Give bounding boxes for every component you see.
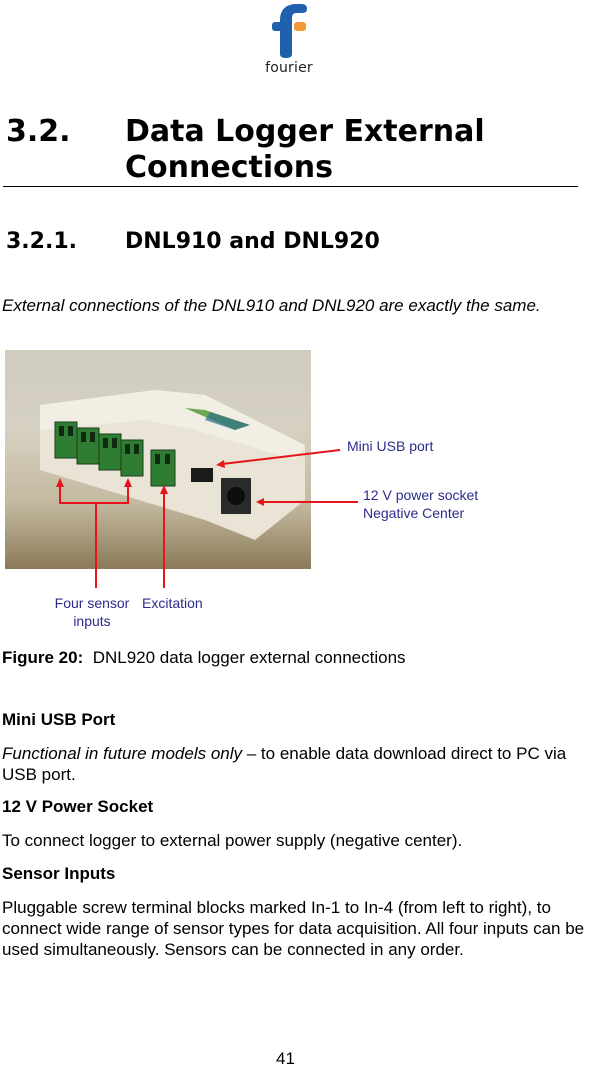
fourier-f-icon bbox=[272, 4, 307, 58]
callout-sensor-line2: inputs bbox=[73, 613, 111, 629]
page-number: 41 bbox=[276, 1049, 295, 1068]
section-title-power-socket: 12 V Power Socket bbox=[2, 797, 154, 816]
section-title-mini-usb: Mini USB Port bbox=[2, 710, 116, 729]
callout-excitation: Excitation bbox=[142, 595, 203, 611]
section-body-power-socket: To connect logger to external power supp… bbox=[2, 831, 463, 850]
heading-2-title: DNL910 and DNL920 bbox=[125, 229, 380, 254]
callout-power-line1: 12 V power socket bbox=[363, 487, 479, 503]
callout-power-line2: Negative Center bbox=[363, 505, 465, 521]
callout-mini-usb: Mini USB port bbox=[347, 438, 434, 454]
annotation-arrows bbox=[56, 449, 358, 588]
mini-usb-port bbox=[191, 468, 213, 482]
section-title-sensor-inputs: Sensor Inputs bbox=[2, 864, 116, 883]
sensor-terminal-blocks bbox=[54, 421, 176, 487]
section-body-mini-usb: Functional in future models only – to en… bbox=[2, 743, 600, 785]
figure-caption-label: Figure 20: bbox=[2, 648, 84, 667]
intro-paragraph: External connections of the DNL910 and D… bbox=[2, 296, 541, 315]
heading-divider bbox=[3, 186, 578, 187]
heading-2-number: 3.2.1. bbox=[6, 229, 77, 254]
heading-1-title: Data Logger External Connections bbox=[125, 114, 485, 185]
callout-power-socket: 12 V power socket Negative Center bbox=[363, 486, 563, 522]
callout-sensor-line1: Four sensor bbox=[54, 595, 130, 611]
callout-sensor-inputs: Four sensor inputs bbox=[46, 594, 138, 630]
section-body-italic: Functional in future models only bbox=[2, 744, 243, 763]
fourier-logo: fourier bbox=[258, 0, 348, 80]
figure-caption-text: DNL920 data logger external connections bbox=[92, 648, 406, 667]
data-logger-illustration bbox=[40, 390, 305, 540]
logo-wordmark: fourier bbox=[265, 60, 313, 76]
heading-1-number: 3.2. bbox=[6, 114, 71, 149]
figure-caption: Figure 20: DNL920 data logger external c… bbox=[2, 648, 406, 668]
section-body-rest: – to enable data download direct to PC v… bbox=[2, 744, 567, 784]
section-body-sensor-inputs: Pluggable screw terminal blocks marked I… bbox=[2, 898, 585, 959]
